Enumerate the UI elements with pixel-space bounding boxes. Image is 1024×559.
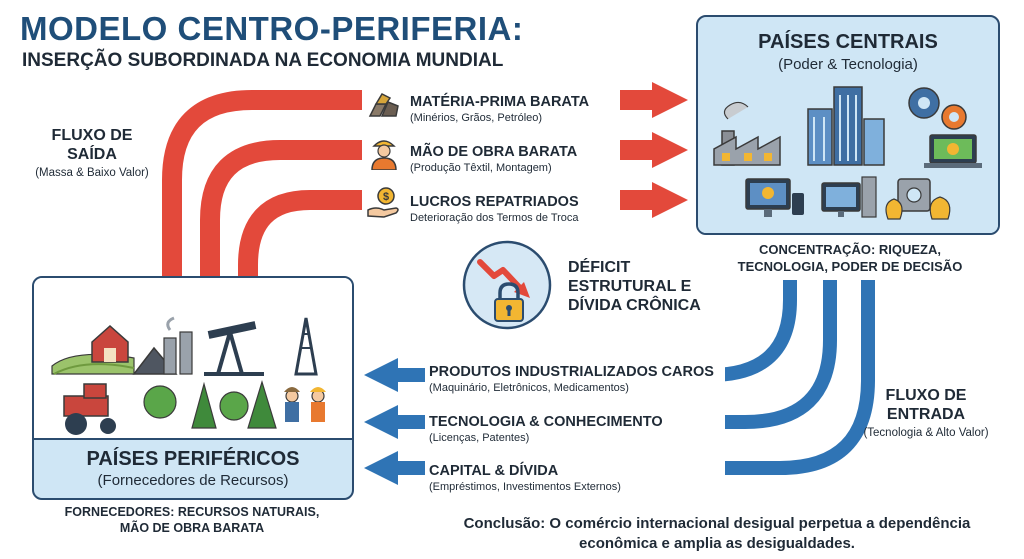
- outflow-item-title: LUCROS REPATRIADOS: [410, 194, 579, 210]
- ore-icon: [368, 93, 399, 117]
- inflow-label-line2: ENTRADA: [886, 406, 966, 423]
- inflow-band-2: [395, 280, 837, 429]
- inflow-item-title: PRODUTOS INDUSTRIALIZADOS CAROS: [429, 364, 714, 380]
- outflow-arrows: [162, 90, 655, 286]
- central-caption-line1: CONCENTRAÇÃO: RIQUEZA,: [759, 242, 941, 257]
- inflow-item-title: TECNOLOGIA & CONHECIMENTO: [429, 414, 663, 430]
- outflow-item-repatriated-profits: LUCROS REPATRIADOS Deterioração dos Term…: [410, 194, 579, 224]
- forest-icon: [143, 379, 277, 429]
- peripheral-countries-panel: PAÍSES PERIFÉRICOS (Fornecedores de Recu…: [32, 276, 354, 500]
- peripheral-subtitle: (Fornecedores de Recursos): [97, 472, 289, 489]
- central-caption: CONCENTRAÇÃO: RIQUEZA, TECNOLOGIA, PODER…: [700, 241, 1000, 275]
- outflow-band-1: [162, 90, 655, 286]
- gears-icon: [908, 87, 967, 130]
- outflow-item-raw-materials: MATÉRIA-PRIMA BARATA (Minérios, Grãos, P…: [410, 94, 589, 124]
- outflow-item-sub: (Produção Têxtil, Montagem): [410, 162, 552, 174]
- deficit-label: DÉFICIT ESTRUTURAL E DÍVIDA CRÔNICA: [568, 258, 701, 315]
- inflow-label-sub: (Tecnologia & Alto Valor): [863, 427, 989, 439]
- tractor-icon: [63, 383, 116, 435]
- inflow-item-sub: (Maquinário, Eletrônicos, Medicamentos): [429, 382, 629, 394]
- oil-derrick-icon: [294, 317, 318, 376]
- desktop-icon: [821, 176, 877, 218]
- inflow-item-capital-debt: CAPITAL & DÍVIDA (Empréstimos, Investime…: [429, 463, 621, 493]
- peripheral-title: PAÍSES PERIFÉRICOS: [86, 448, 300, 470]
- central-illustration: [713, 86, 982, 220]
- inflow-head-3: [364, 451, 398, 485]
- deficit-icon: [462, 240, 552, 330]
- conclusion-text: Conclusão: O comércio internacional desi…: [420, 514, 1014, 554]
- deficit-line1: DÉFICIT: [568, 259, 631, 276]
- outflow-item-title: MÃO DE OBRA BARATA: [410, 144, 578, 160]
- inflow-item-sub: (Empréstimos, Investimentos Externos): [429, 481, 621, 493]
- outflow-item-cheap-labor: MÃO DE OBRA BARATA (Produção Têxtil, Mon…: [410, 144, 577, 174]
- svg-text:$: $: [383, 191, 389, 203]
- peripheral-head: PAÍSES PERIFÉRICOS (Fornecedores de Recu…: [34, 438, 352, 498]
- inflow-item-title: CAPITAL & DÍVIDA: [429, 463, 559, 479]
- peripheral-illustration: [34, 278, 352, 438]
- conclusion-line2: econômica e amplia as desigualdades.: [579, 535, 855, 552]
- peripheral-caption-line2: MÃO DE OBRA BARATA: [119, 521, 265, 535]
- inflow-label-line1: FLUXO DE: [885, 387, 967, 404]
- page-title: MODELO CENTRO-PERIFERIA:: [20, 10, 524, 47]
- outflow-head-1: [652, 82, 688, 118]
- inflow-arrowheads: [364, 358, 398, 485]
- outflow-item-title: MATÉRIA-PRIMA BARATA: [410, 94, 590, 110]
- outflow-label-sub: (Massa & Baixo Valor): [35, 167, 149, 179]
- conclusion-line1: Conclusão: O comércio internacional desi…: [463, 515, 971, 532]
- oil-pump-icon: [204, 321, 264, 376]
- mining-plant-icon: [132, 316, 193, 375]
- outflow-band-2: [200, 140, 655, 286]
- outflow-label-line1: FLUXO DE: [51, 127, 133, 144]
- central-subtitle: (Poder & Tecnologia): [778, 56, 918, 73]
- outflow-label-line2: SAÍDA: [67, 146, 117, 163]
- inflow-item-technology: TECNOLOGIA & CONHECIMENTO (Licenças, Pat…: [429, 414, 663, 444]
- central-title: PAÍSES CENTRAIS: [758, 31, 938, 53]
- outflow-item-sub: (Minérios, Grãos, Petróleo): [410, 112, 543, 124]
- central-caption-line2: TECNOLOGIA, PODER DE DECISÃO: [737, 259, 963, 274]
- laptop-money-icon: [924, 134, 982, 168]
- farm-icon: [51, 324, 135, 375]
- deficit-line3: DÍVIDA CRÔNICA: [568, 297, 701, 314]
- outflow-head-3: [652, 182, 688, 218]
- outflow-head-2: [652, 132, 688, 168]
- inflow-label: FLUXO DE ENTRADA (Tecnologia & Alto Valo…: [836, 386, 1016, 443]
- coin-hand-icon: $: [367, 187, 399, 218]
- factory-icon: [713, 101, 781, 166]
- outflow-item-sub: Deterioração dos Termos de Troca: [410, 212, 579, 224]
- inflow-head-2: [364, 405, 398, 439]
- inflow-band-3: [395, 280, 875, 475]
- safe-money-bags-icon: [885, 178, 951, 220]
- skyscrapers-icon: [807, 86, 885, 166]
- workers-icon: [284, 387, 326, 422]
- outflow-arrowheads: [652, 82, 688, 218]
- inflow-item-industrial-products: PRODUTOS INDUSTRIALIZADOS CAROS (Maquiná…: [429, 364, 714, 394]
- inflow-item-sub: (Licenças, Patentes): [429, 432, 530, 444]
- peripheral-caption: FORNECEDORES: RECURSOS NATURAIS, MÃO DE …: [32, 504, 352, 536]
- page-subtitle: INSERÇÃO SUBORDINADA NA ECONOMIA MUNDIAL: [22, 50, 504, 71]
- worker-icon: [371, 140, 397, 170]
- deficit-line2: ESTRUTURAL E: [568, 278, 692, 295]
- central-countries-panel: PAÍSES CENTRAIS (Poder & Tecnologia): [696, 15, 1000, 235]
- outflow-label: FLUXO DE SAÍDA (Massa & Baixo Valor): [22, 126, 162, 183]
- peripheral-caption-line1: FORNECEDORES: RECURSOS NATURAIS,: [64, 505, 320, 519]
- inflow-head-1: [364, 358, 398, 392]
- computer-icon: [745, 178, 804, 217]
- outflow-band-3: [238, 190, 655, 286]
